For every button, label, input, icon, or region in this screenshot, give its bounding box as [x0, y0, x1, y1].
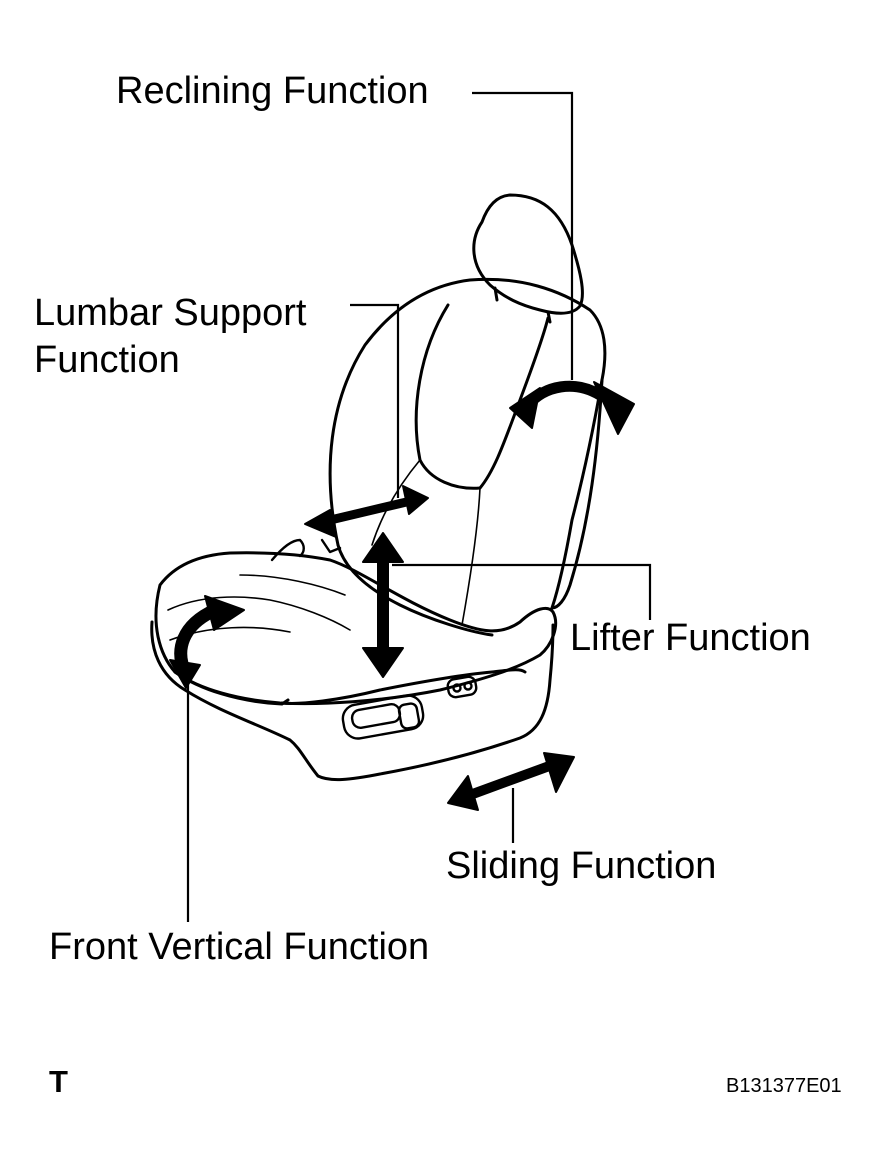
cushion-front [150, 620, 555, 782]
slide-switch-outer [341, 694, 425, 740]
sliding-function-label: Sliding Function [446, 845, 717, 887]
lever-base [320, 538, 342, 554]
lumbar-arrow [320, 495, 417, 527]
leader-lines [186, 91, 652, 922]
lumbar-support-function-label: Lumbar Support Function [34, 290, 307, 384]
sliding-arrow-head-left [447, 775, 479, 811]
slide-switch-inner [350, 703, 402, 729]
lifter-arrow-head-bottom [362, 647, 404, 678]
lumbar-arrow-head-left [304, 509, 337, 538]
seatback-bottom [336, 543, 494, 637]
side-panel [280, 668, 527, 705]
control-switches [341, 675, 478, 740]
sliding-arrow-head-right [543, 752, 575, 793]
lifter-arrow-head-top [362, 532, 404, 563]
front-vertical-arrow-head-bottom [169, 659, 201, 689]
slide-switch-knob [397, 702, 421, 730]
reclining-leader [472, 91, 574, 380]
motion-arrows [169, 380, 635, 811]
front-vertical-arrow-head-top [204, 595, 245, 631]
lumbar-label-line-2: Function [34, 339, 180, 381]
footer-letter: T [49, 1064, 68, 1099]
lumbar-label-line-1: Lumbar Support [34, 292, 307, 334]
lifter-function-label: Lifter Function [570, 617, 811, 659]
lumbar-arrow-head-right [402, 485, 429, 515]
headrest [472, 193, 584, 315]
lumbar-switch-dot-a [452, 683, 462, 693]
lumbar-switch-dot-b [463, 681, 473, 691]
sliding-arrow [468, 760, 554, 800]
lifter-leader [392, 563, 652, 620]
seatback-outer [328, 277, 607, 610]
seatback-side [550, 378, 604, 610]
lever [270, 538, 305, 562]
lumbar-leader [350, 303, 400, 498]
reclining-arrow-head-left [509, 387, 541, 429]
lumbar-switch [446, 675, 478, 699]
figure-code: B131377E01 [726, 1075, 842, 1097]
front-vertical-function-label: Front Vertical Function [49, 926, 430, 968]
seat-outline [150, 193, 607, 782]
reclining-arrow-head-right [593, 381, 635, 435]
reclining-function-label: Reclining Function [116, 70, 429, 112]
